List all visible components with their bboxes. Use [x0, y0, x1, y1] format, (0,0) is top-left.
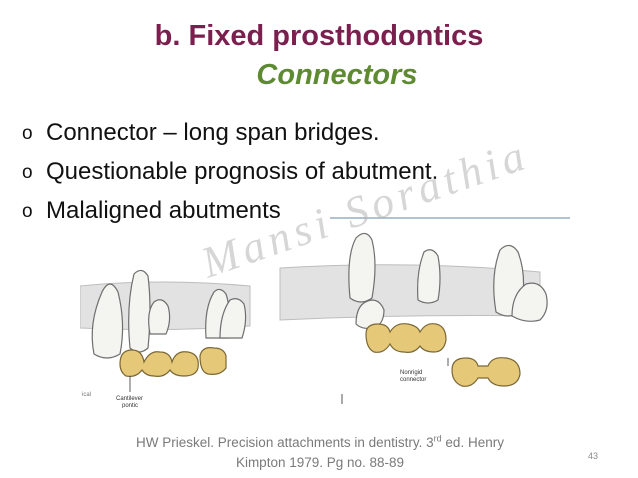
citation-line-1: HW Prieskel. Precision attachments in de…: [90, 433, 550, 453]
cut-label: ical: [82, 392, 91, 398]
figure-label-right: connector: [400, 377, 426, 383]
figure-label-right: Nonrigid: [400, 370, 422, 376]
bullet-item: o Questionable prognosis of abutment.: [22, 152, 438, 191]
citation-text: ed. Henry: [441, 435, 504, 450]
figure-label-left: pontic: [122, 403, 138, 408]
citation-line-2: Kimpton 1979. Pg no. 88-89: [235, 455, 405, 470]
bullet-item: o Connector – long span bridges.: [22, 113, 438, 152]
bullet-text: Questionable prognosis of abutment.: [46, 158, 439, 185]
citation-text: HW Prieskel. Precision attachments in de…: [136, 435, 434, 450]
page-number: 43: [588, 451, 599, 461]
tooth: [91, 283, 124, 359]
slide-subtitle: Connectors: [256, 59, 418, 91]
crown-bridge: [451, 357, 521, 387]
bullet-marker-icon: o: [22, 201, 33, 222]
bullet-marker-icon: o: [22, 123, 33, 144]
left-bridge-figure: ical Cantilever pontic: [80, 269, 251, 408]
slide-title: b. Fixed prosthodontics: [154, 20, 484, 52]
bullet-item: o Malaligned abutments: [22, 191, 438, 230]
crown-bridge: [365, 323, 447, 353]
citation: HW Prieskel. Precision attachments in de…: [90, 433, 550, 473]
tooth: [219, 298, 247, 339]
tooth: [128, 269, 151, 353]
bullet-text: Malaligned abutments: [46, 197, 281, 224]
tooth: [348, 232, 376, 303]
tooth: [148, 299, 171, 335]
dental-illustration: ical Cantilever pontic Nonrigid connecto…: [80, 217, 570, 408]
tooth: [417, 249, 441, 304]
bullet-marker-icon: o: [22, 162, 33, 183]
crown-bridge: [119, 349, 199, 377]
tooth: [511, 282, 548, 322]
right-bridge-figure: Nonrigid connector: [279, 232, 548, 404]
bullet-text: Connector – long span bridges.: [46, 119, 380, 146]
figure-label-left: Cantilever: [116, 396, 143, 402]
crown: [199, 347, 227, 375]
citation-superscript: rd: [433, 433, 442, 444]
